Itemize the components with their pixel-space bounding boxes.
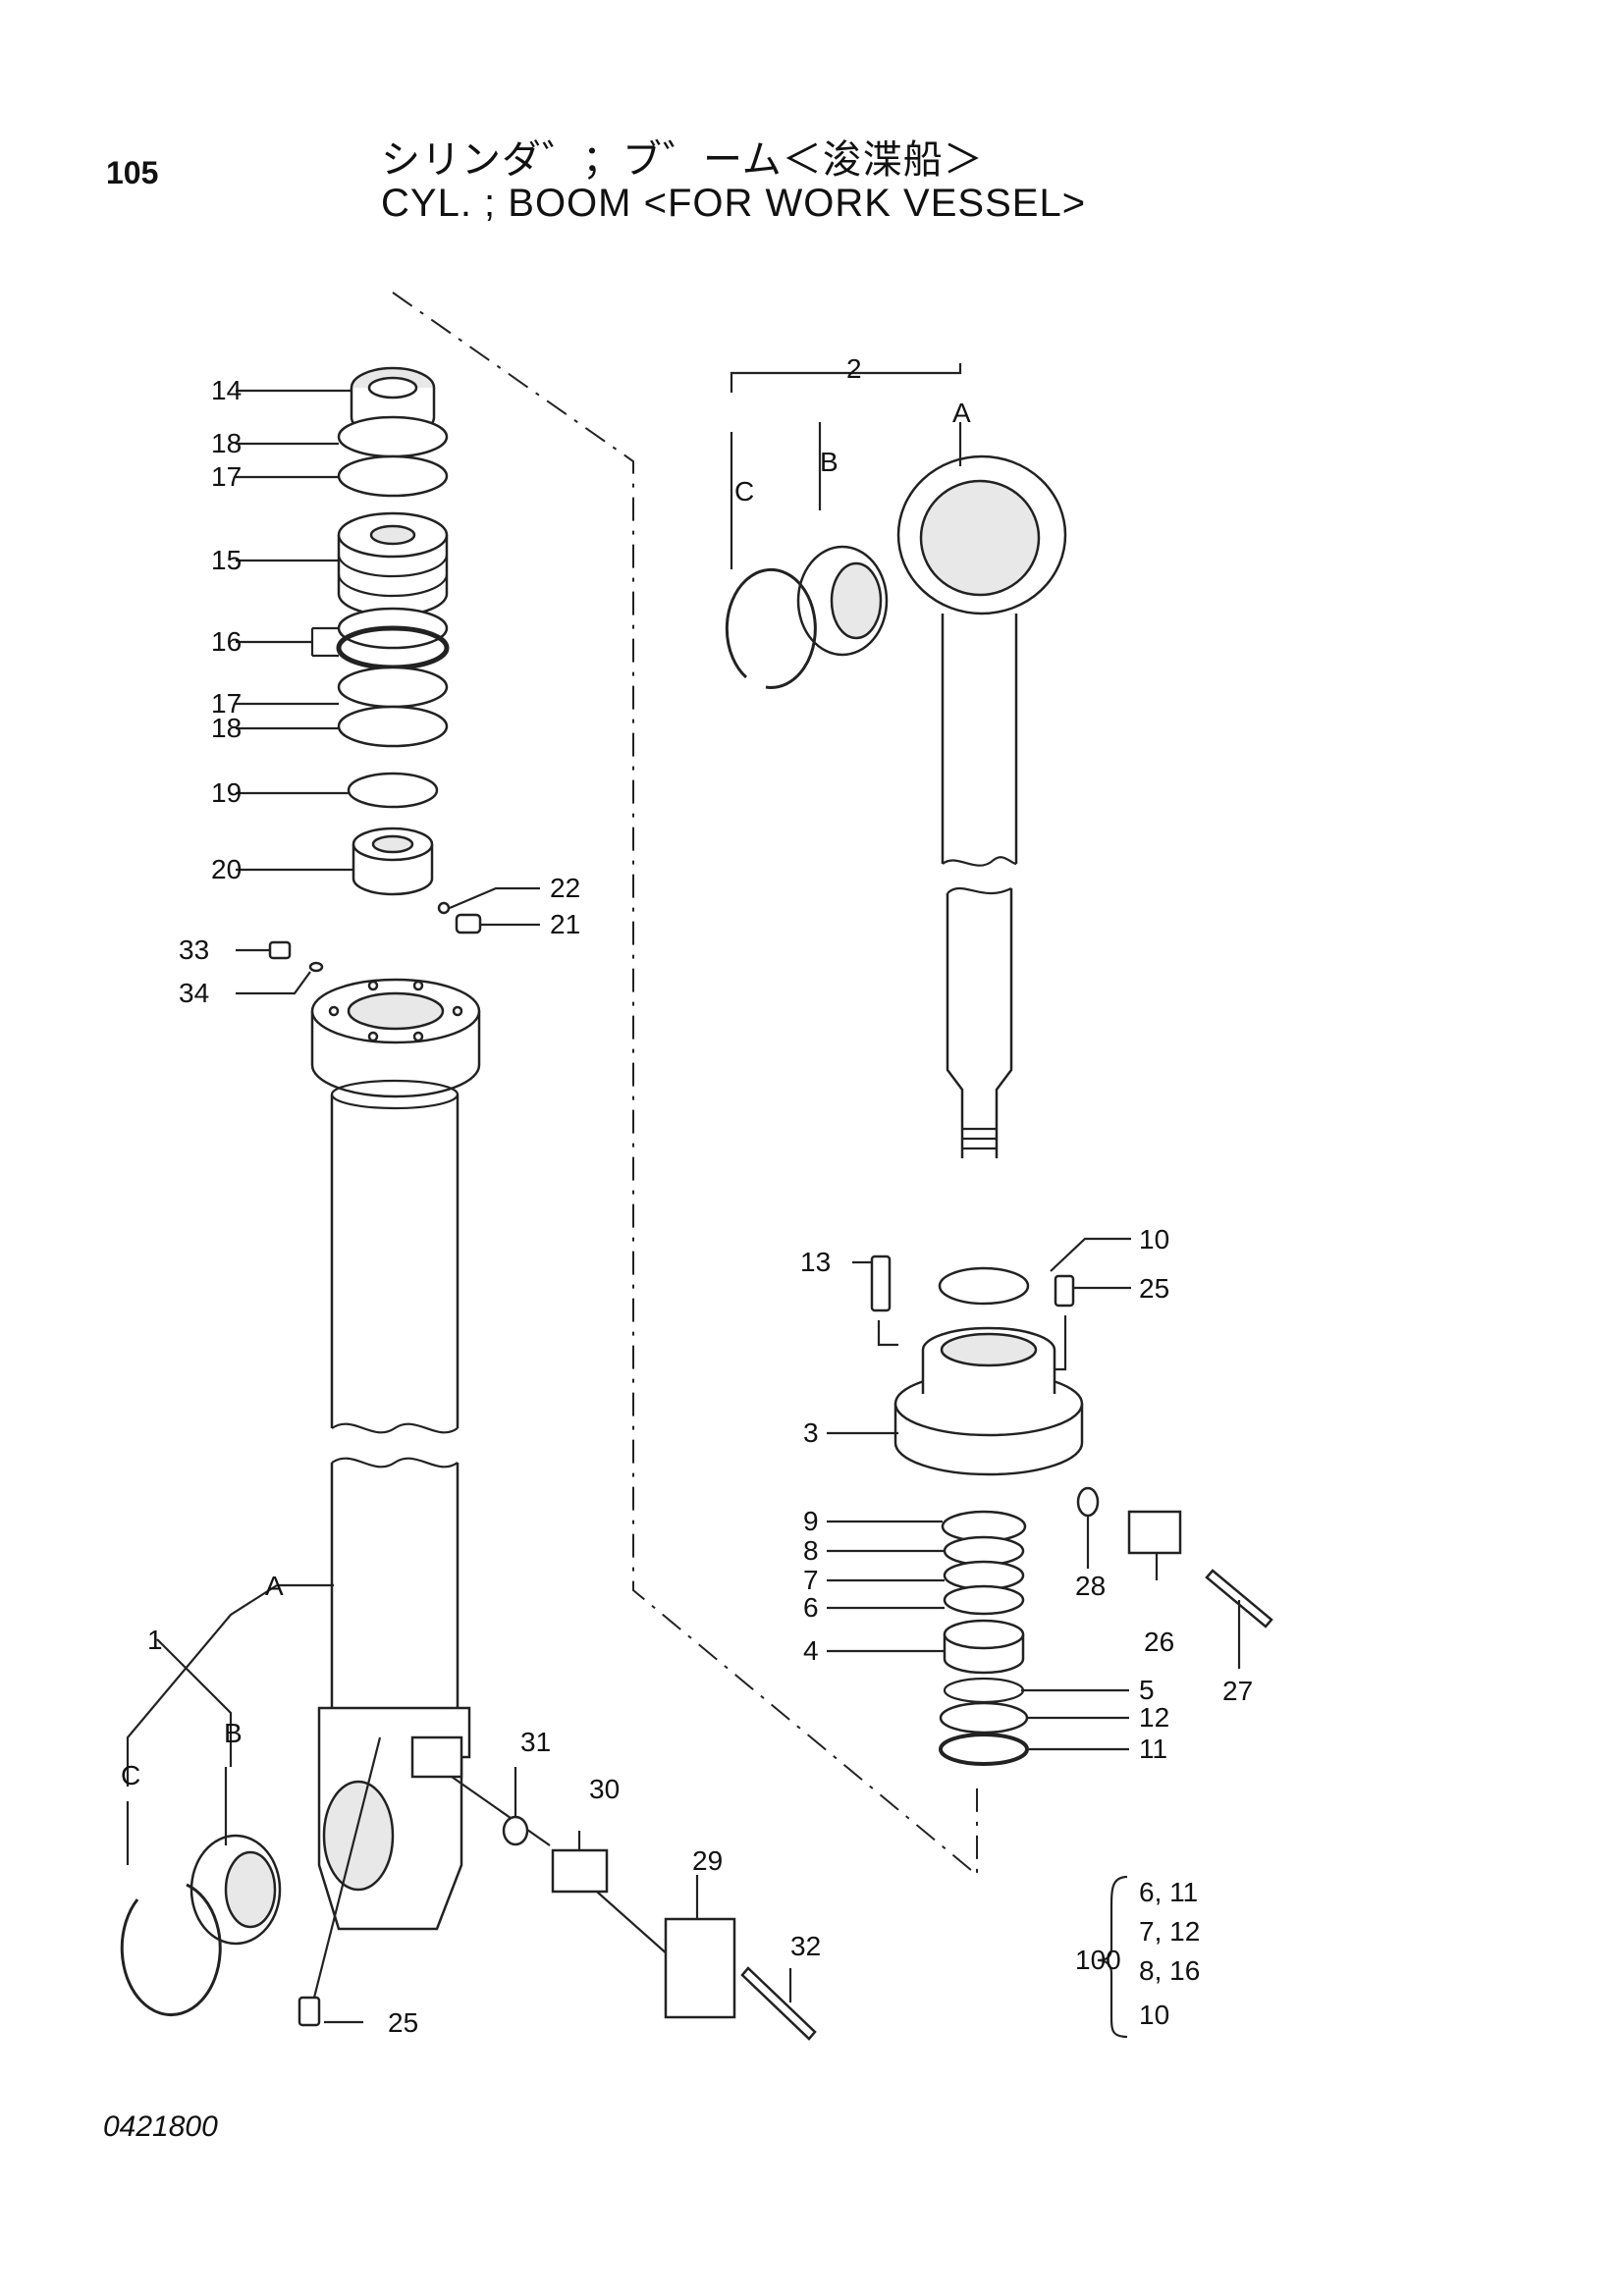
cylinder-tube-upper bbox=[330, 1079, 460, 1434]
label-20: 20 bbox=[211, 854, 242, 884]
assembly-guide-line bbox=[392, 292, 978, 1878]
label-13: 13 bbox=[800, 1247, 831, 1277]
part-17-ring bbox=[337, 454, 449, 498]
label-22: 22 bbox=[550, 873, 580, 903]
label-5: 5 bbox=[1139, 1675, 1155, 1705]
callout-labels: 14 18 17 15 16 17 18 19 20 22 21 33 34 A… bbox=[121, 353, 1253, 2038]
label-2: 2 bbox=[846, 353, 862, 384]
label-4: 4 bbox=[803, 1635, 819, 1666]
rod-bushing-b bbox=[796, 545, 889, 657]
part-19-washer bbox=[347, 772, 439, 809]
label-6: 6 bbox=[803, 1592, 819, 1623]
part-18-ring-lower bbox=[337, 705, 449, 748]
title-japanese: シリンダ゛；ブ゛ーム＜浚渫船＞ bbox=[381, 137, 984, 183]
label-rod-b: B bbox=[820, 447, 839, 477]
label-rod-a: A bbox=[952, 398, 971, 428]
part-34-washer bbox=[308, 961, 324, 973]
label-rod-c: C bbox=[734, 476, 754, 507]
label-3: 3 bbox=[803, 1417, 819, 1448]
label-28: 28 bbox=[1075, 1571, 1106, 1601]
part-15-piston bbox=[337, 511, 449, 617]
label-tube-c: C bbox=[121, 1760, 140, 1790]
label-26: 26 bbox=[1144, 1627, 1174, 1657]
kit-100-bracket: 100 6, 11 7, 12 8, 16 10 bbox=[1075, 1875, 1200, 2039]
part-20-nut bbox=[352, 827, 434, 896]
label-14: 14 bbox=[211, 375, 242, 405]
part-3-cylinder-head bbox=[893, 1326, 1084, 1476]
part-17-ring-lower bbox=[337, 666, 449, 709]
part-31-o-ring bbox=[502, 1815, 529, 1846]
label-32: 32 bbox=[790, 1931, 821, 1961]
label-33: 33 bbox=[179, 934, 209, 965]
drawing-number: 0421800 bbox=[103, 2110, 218, 2143]
label-25-lower: 25 bbox=[388, 2007, 418, 2038]
label-15: 15 bbox=[211, 545, 242, 575]
page-number: 105 bbox=[106, 155, 159, 190]
part-28-o-ring bbox=[1076, 1486, 1100, 1518]
cylinder-tube-bottom-eye bbox=[317, 1706, 471, 1931]
kit-100-item-4: 10 bbox=[1139, 2000, 1169, 2030]
piston-rod-lower bbox=[946, 887, 1013, 1158]
cylinder-tube-lower bbox=[330, 1457, 460, 1708]
cylinder-head-cover bbox=[310, 978, 481, 1098]
part-22-ball bbox=[437, 901, 451, 915]
part-11-o-ring bbox=[939, 1733, 1029, 1766]
part-13-bolt bbox=[870, 1255, 892, 1312]
label-17: 17 bbox=[211, 461, 242, 492]
label-19: 19 bbox=[211, 777, 242, 808]
kit-100-item-1: 6, 11 bbox=[1139, 1877, 1198, 1907]
label-9: 9 bbox=[803, 1506, 819, 1536]
part-25-grease-fitting-upper bbox=[1054, 1274, 1075, 1308]
block-guide-lines bbox=[451, 1776, 678, 1964]
part-33-bolt bbox=[268, 940, 292, 960]
part-30-plate bbox=[551, 1848, 609, 1894]
part-27-bolt bbox=[1205, 1569, 1273, 1629]
part-18-ring bbox=[337, 415, 449, 458]
part-26-block bbox=[1127, 1510, 1182, 1555]
part-25-grease-fitting-lower bbox=[298, 1996, 321, 2027]
part-21-set-screw bbox=[455, 913, 482, 934]
label-tube-a: A bbox=[265, 1571, 284, 1601]
tube-snap-ring-c bbox=[120, 1883, 222, 2017]
tube-bushing-b bbox=[189, 1834, 282, 1946]
label-25-upper: 25 bbox=[1139, 1273, 1169, 1304]
label-29: 29 bbox=[692, 1845, 723, 1876]
label-18-lower: 18 bbox=[211, 713, 242, 743]
part-10-ring bbox=[938, 1266, 1030, 1306]
part-4-bushing bbox=[943, 1619, 1025, 1675]
label-27: 27 bbox=[1222, 1676, 1253, 1706]
label-21: 21 bbox=[550, 909, 580, 939]
label-8: 8 bbox=[803, 1535, 819, 1566]
label-31: 31 bbox=[520, 1727, 551, 1757]
label-10: 10 bbox=[1139, 1224, 1169, 1255]
rod-eye-a bbox=[896, 454, 1067, 867]
title-english: CYL. ; BOOM <FOR WORK VESSEL> bbox=[381, 182, 1087, 225]
part-6-seal bbox=[943, 1584, 1025, 1616]
label-7: 7 bbox=[803, 1565, 819, 1595]
grease-fitting-guide bbox=[312, 1736, 382, 1999]
kit-100-number: 100 bbox=[1075, 1945, 1121, 1975]
label-34: 34 bbox=[179, 978, 209, 1008]
label-tube-b: B bbox=[224, 1718, 243, 1748]
kit-100-item-2: 7, 12 bbox=[1139, 1916, 1200, 1947]
part-32-bolt bbox=[740, 1966, 817, 2041]
rod-snap-ring-c bbox=[725, 567, 817, 689]
label-16: 16 bbox=[211, 626, 242, 657]
part-12-ring bbox=[939, 1701, 1029, 1735]
kit-100-item-3: 8, 16 bbox=[1139, 1955, 1200, 1986]
leader-lines bbox=[126, 363, 1241, 2024]
label-11: 11 bbox=[1139, 1734, 1167, 1764]
label-12: 12 bbox=[1139, 1702, 1169, 1733]
label-17-lower: 17 bbox=[211, 688, 242, 719]
part-29-block bbox=[664, 1917, 736, 2019]
label-1: 1 bbox=[147, 1625, 163, 1655]
part-5-snap-ring bbox=[943, 1677, 1025, 1704]
label-18: 18 bbox=[211, 428, 242, 458]
label-30: 30 bbox=[589, 1774, 620, 1804]
